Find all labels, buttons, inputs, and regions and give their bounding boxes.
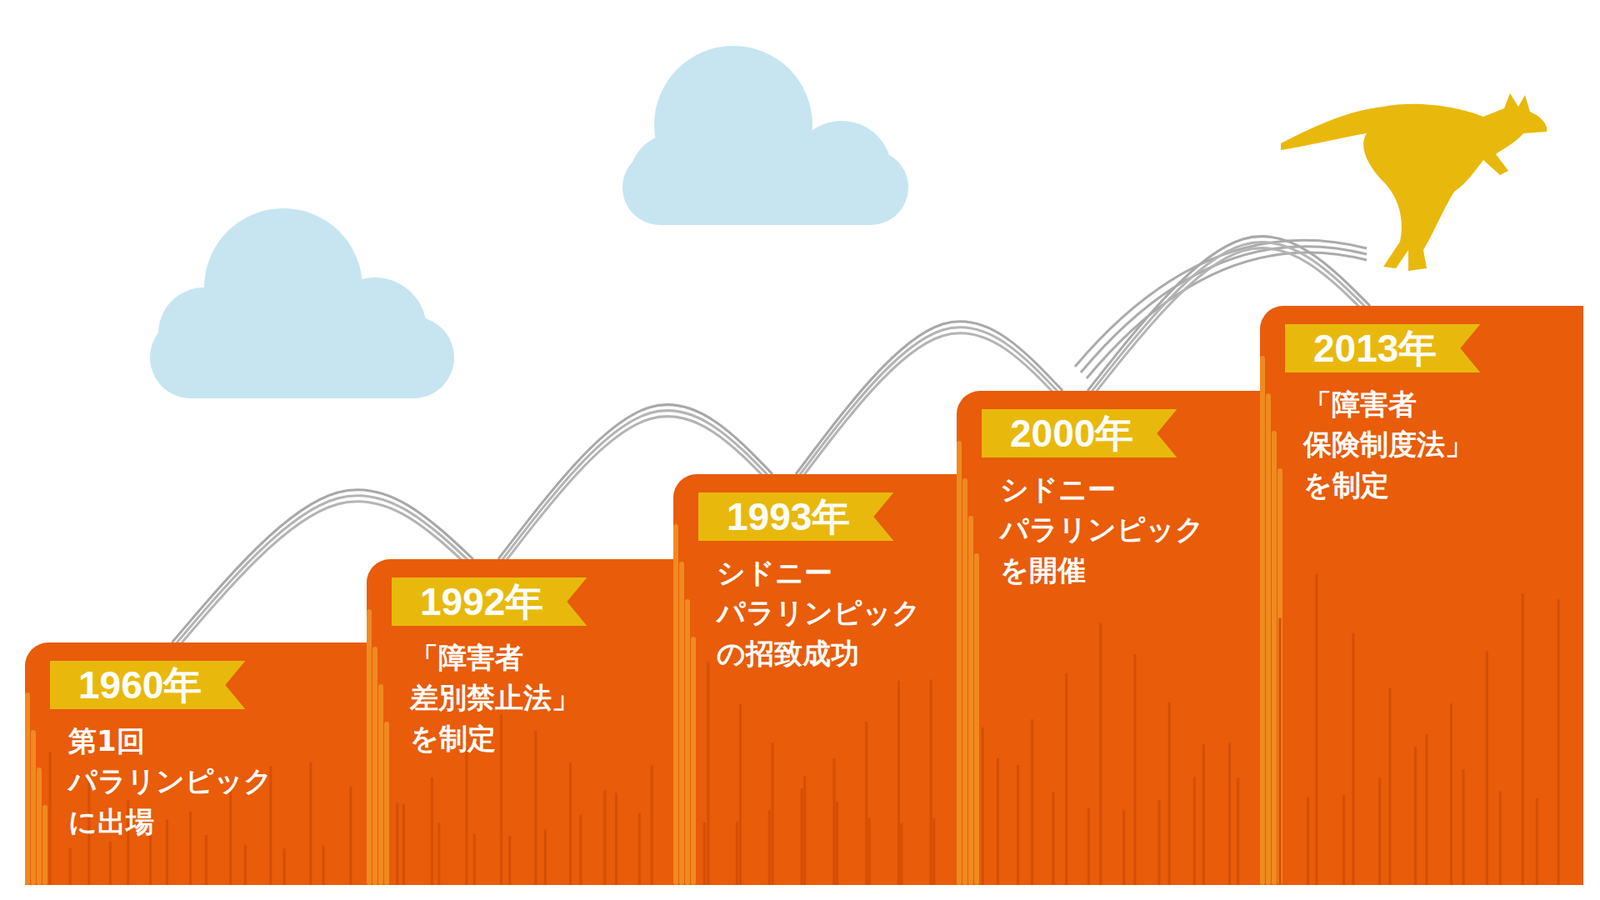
cloud xyxy=(622,45,909,225)
year-ribbon: 1960年 xyxy=(50,660,245,710)
event-text: シドニー パラリンピック の招致成功 xyxy=(716,552,921,674)
step-texture xyxy=(956,390,1269,885)
step-block: 2013年「障害者 保険制度法」 を制定 xyxy=(1260,305,1584,885)
cloud xyxy=(150,208,455,399)
step-block: 1992年「障害者 差別禁止法」 を制定 xyxy=(366,559,680,885)
step-block: 1960年第1回 パラリンピック に出場 xyxy=(25,642,375,885)
event-text: 「障害者 保険制度法」 を制定 xyxy=(1303,384,1474,505)
event-text: 「障害者 差別禁止法」 を制定 xyxy=(410,637,580,759)
year-ribbon: 2000年 xyxy=(981,409,1177,458)
event-text: シドニー パラリンピック を開催 xyxy=(1000,469,1205,590)
step-block: 2000年シドニー パラリンピック を開催 xyxy=(956,390,1269,885)
step-block: 1993年シドニー パラリンピック の招致成功 xyxy=(673,474,965,885)
year-ribbon: 1992年 xyxy=(391,577,587,626)
event-text: 第1回 パラリンピック に出場 xyxy=(68,720,273,842)
kangaroo xyxy=(1280,93,1547,271)
year-ribbon: 2013年 xyxy=(1285,324,1480,373)
year-ribbon: 1993年 xyxy=(698,492,894,541)
